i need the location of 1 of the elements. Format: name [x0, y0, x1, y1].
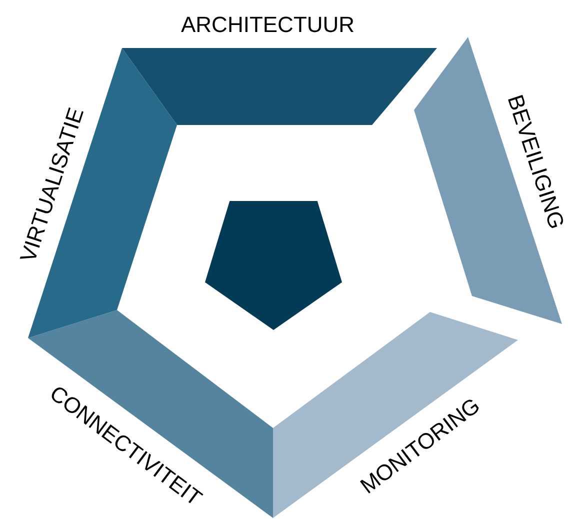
- segment-label: ARCHITECTUUR: [181, 14, 355, 36]
